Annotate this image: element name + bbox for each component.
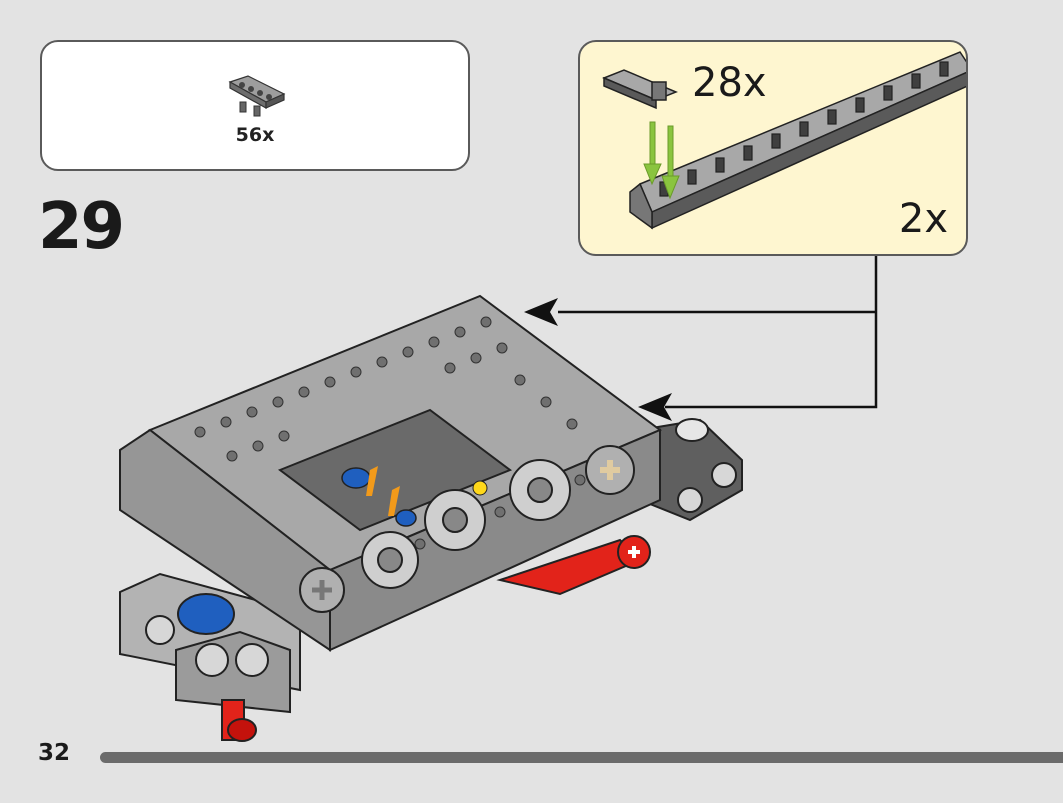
sub-assembly-callout: 28x 2x — [578, 40, 968, 256]
lower-chassis-frame — [119, 572, 301, 742]
sub-assembly-illustration — [602, 51, 966, 230]
track-link-illustration — [602, 69, 678, 110]
arrow-head-icon — [524, 298, 558, 326]
track-strip-illustration — [629, 51, 966, 230]
parts-list-box: 56x — [40, 40, 470, 171]
road-wheel — [361, 459, 571, 589]
green-arrow-icon — [643, 121, 680, 200]
track-assembly-top — [119, 294, 662, 652]
side-beam — [639, 418, 743, 522]
page-number: 32 — [38, 740, 71, 766]
sub-assembly-quantity-bottom: 2x — [898, 196, 948, 242]
orange-pin-accent — [366, 466, 378, 496]
beam-holes — [194, 316, 626, 566]
arrow-head-icon — [638, 393, 672, 421]
blue-axle-accent — [341, 467, 371, 489]
grey-technic-plate-icon — [228, 75, 286, 117]
progress-bar — [100, 752, 1063, 763]
gear-icon — [585, 445, 635, 495]
blue-axle-accent — [395, 509, 417, 527]
red-axle-part — [496, 535, 651, 596]
idler-gear — [299, 567, 345, 613]
yellow-pin-accent — [472, 480, 488, 496]
callout-connector-lines — [558, 256, 878, 409]
sub-assembly-quantity-top: 28x — [692, 60, 767, 106]
part-count: 56x — [235, 124, 275, 146]
orange-pin-accent — [388, 486, 400, 516]
step-number: 29 — [38, 190, 125, 264]
main-build-illustration — [119, 256, 878, 742]
